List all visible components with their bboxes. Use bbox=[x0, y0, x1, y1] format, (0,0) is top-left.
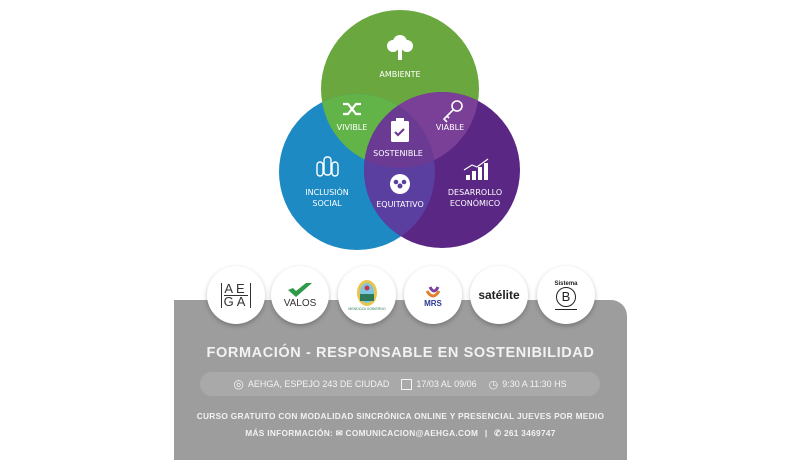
location-pin-icon: ◎ bbox=[233, 377, 244, 391]
contact-phone[interactable]: 261 3469747 bbox=[503, 428, 556, 438]
contact-email[interactable]: COMUNICACION@AEHGA.COM bbox=[345, 428, 479, 438]
sostenible-label: SOSTENIBLE bbox=[373, 149, 423, 158]
group-icon bbox=[390, 174, 410, 194]
logo-aega: AE GA bbox=[207, 266, 265, 324]
mendoza-shield-icon bbox=[357, 280, 377, 306]
mendoza-logo-text: MENDOZA GOBIERNO bbox=[348, 307, 386, 311]
separator: | bbox=[484, 428, 488, 438]
people-icon bbox=[316, 156, 339, 177]
calendar-icon bbox=[401, 378, 413, 390]
ambiente-label: AMBIENTE bbox=[379, 70, 420, 79]
shuffle-icon bbox=[343, 102, 361, 116]
inclusion-label-line1: INCLUSIÓN bbox=[305, 186, 349, 197]
logo-mrs: MRS bbox=[404, 266, 462, 324]
event-dates: 17/03 AL 09/06 bbox=[416, 379, 477, 389]
event-title: FORMACIÓN - RESPONSABLE EN SOSTENIBILIDA… bbox=[206, 345, 595, 361]
logo-valos: VALOS bbox=[271, 266, 329, 324]
mrs-swirl-icon bbox=[425, 285, 441, 297]
logo-satelite: satélite bbox=[470, 266, 528, 324]
tree-icon bbox=[387, 35, 413, 60]
valos-logo-text: VALOS bbox=[283, 297, 317, 309]
growth-chart-icon bbox=[463, 158, 489, 180]
whatsapp-icon: ✆ bbox=[494, 428, 502, 438]
contact-line: MÁS INFORMACIÓN: ✉ COMUNICACION@AEHGA.CO… bbox=[174, 428, 627, 438]
valos-check-icon bbox=[288, 282, 312, 297]
mrs-logo-text: MRS bbox=[424, 298, 442, 308]
clock-icon: ◷ bbox=[488, 378, 499, 391]
desarrollo-label-line1: DESARROLLO bbox=[448, 188, 502, 197]
logo-mendoza: MENDOZA GOBIERNO bbox=[338, 266, 396, 324]
logo-sistema-b: Sistema B bbox=[537, 266, 595, 324]
inclusion-label-line2: SOCIAL bbox=[312, 199, 342, 208]
clipboard-check-icon bbox=[391, 118, 409, 142]
more-info-label: MÁS INFORMACIÓN: bbox=[245, 428, 334, 438]
event-time: 9:30 A 11:30 HS bbox=[502, 379, 567, 389]
b-corp-mark: B bbox=[556, 286, 576, 307]
desarrollo-label-line2: ECONÓMICO bbox=[450, 197, 500, 208]
sustainability-venn-diagram: AMBIENTE VIVIBLE VIABLE SOSTENIBLE INCLU… bbox=[279, 10, 520, 250]
vivible-label: VIVIBLE bbox=[337, 123, 368, 132]
email-icon: ✉ bbox=[335, 428, 343, 438]
satelite-logo-text: satélite bbox=[478, 288, 520, 302]
equitativo-label: EQUITATIVO bbox=[376, 200, 424, 209]
course-description: CURSO GRATUITO CON MODALIDAD SINCRÓNICA … bbox=[196, 411, 605, 421]
event-details-bar: ◎AEHGA, ESPEJO 243 DE CIUDAD 17/03 AL 09… bbox=[200, 372, 600, 396]
key-icon bbox=[442, 100, 463, 123]
event-location: AEHGA, ESPEJO 243 DE CIUDAD bbox=[247, 379, 390, 389]
aega-logo-text-top: AE bbox=[224, 280, 248, 296]
viable-label: VIABLE bbox=[436, 123, 464, 132]
sistema-b-top-text: Sistema bbox=[554, 280, 578, 287]
aega-logo-text-bottom: GA bbox=[223, 293, 249, 309]
